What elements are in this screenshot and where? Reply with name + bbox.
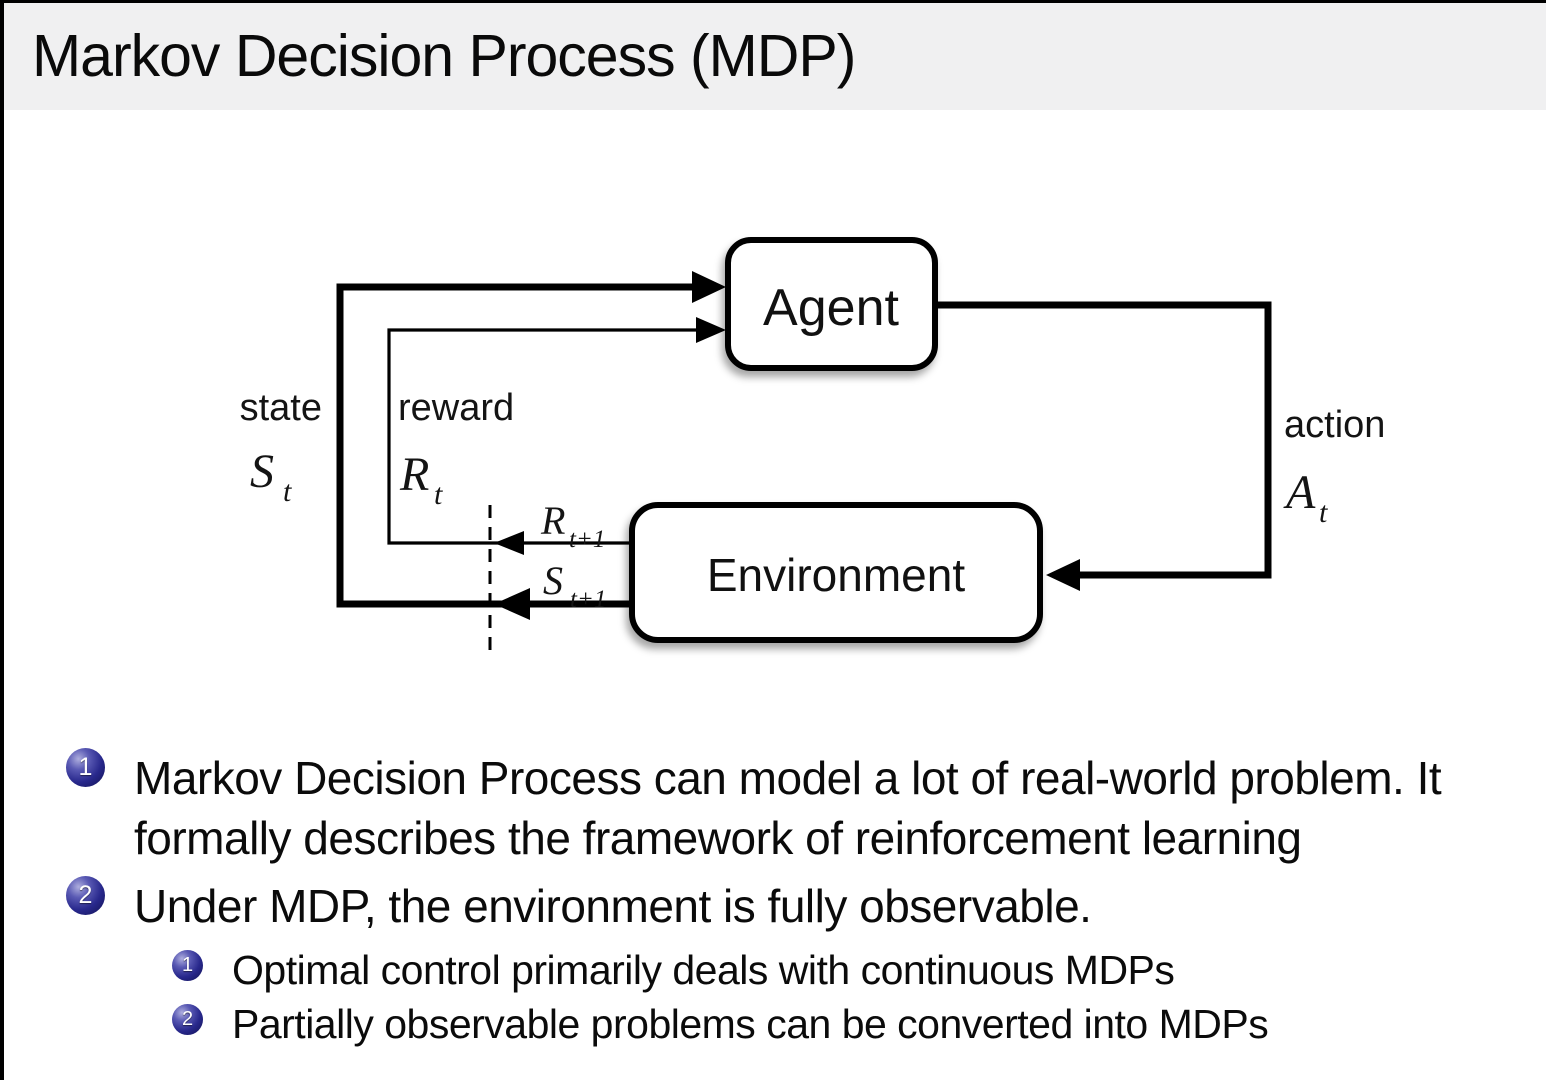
list-item: 2 Under MDP, the environment is fully ob… [66, 876, 1504, 936]
sub-bullet-number-badge: 2 [172, 1004, 203, 1035]
action-label: action [1284, 404, 1385, 446]
state-wire [336, 283, 700, 608]
state-label: state [240, 387, 322, 429]
state-arrowhead-icon [692, 271, 726, 303]
bullet-text: Markov Decision Process can model a lot … [134, 752, 1442, 864]
environment-label: Environment [707, 549, 965, 601]
reward-arrowhead-icon [696, 317, 726, 343]
bullet-number-badge: 2 [66, 876, 105, 915]
sub-bullet-number-badge: 1 [172, 950, 203, 981]
action-symbol: A [1283, 466, 1316, 519]
list-item: 1 Markov Decision Process can model a lo… [66, 748, 1504, 868]
agent-label: Agent [763, 279, 899, 337]
action-arrowhead-icon [1046, 559, 1080, 591]
sub-bullet-text: Optimal control primarily deals with con… [232, 947, 1175, 993]
environment-box [629, 502, 1043, 643]
sub-bullet-text: Partially observable problems can be con… [232, 1001, 1269, 1047]
agent-box [725, 237, 938, 371]
action-wire [933, 301, 1272, 579]
state-subscript: t [283, 475, 292, 508]
sub-list-item: 1 Optimal control primarily deals with c… [172, 944, 1472, 996]
bullet-text: Under MDP, the environment is fully obse… [134, 880, 1092, 932]
reward-label: reward [398, 387, 514, 429]
reward-symbol: R [399, 448, 429, 501]
reward-subscript: t [434, 478, 443, 511]
next-state-subscript: t+1 [570, 586, 606, 613]
window-top-border [0, 0, 1546, 3]
next-reward-symbol: R [540, 498, 565, 543]
title-band [0, 0, 1546, 110]
next-state-arrowhead-icon [494, 588, 530, 620]
next-reward-arrowhead-icon [494, 531, 524, 555]
bullet-number-badge: 1 [66, 748, 105, 787]
state-symbol: S [250, 445, 274, 498]
sub-list-item: 2 Partially observable problems can be c… [172, 998, 1472, 1050]
action-subscript: t [1319, 496, 1328, 529]
next-reward-subscript: t+1 [569, 526, 605, 553]
window-left-border [0, 0, 4, 1080]
page-title: Markov Decision Process (MDP) [32, 23, 856, 89]
next-state-symbol: S [543, 558, 563, 603]
